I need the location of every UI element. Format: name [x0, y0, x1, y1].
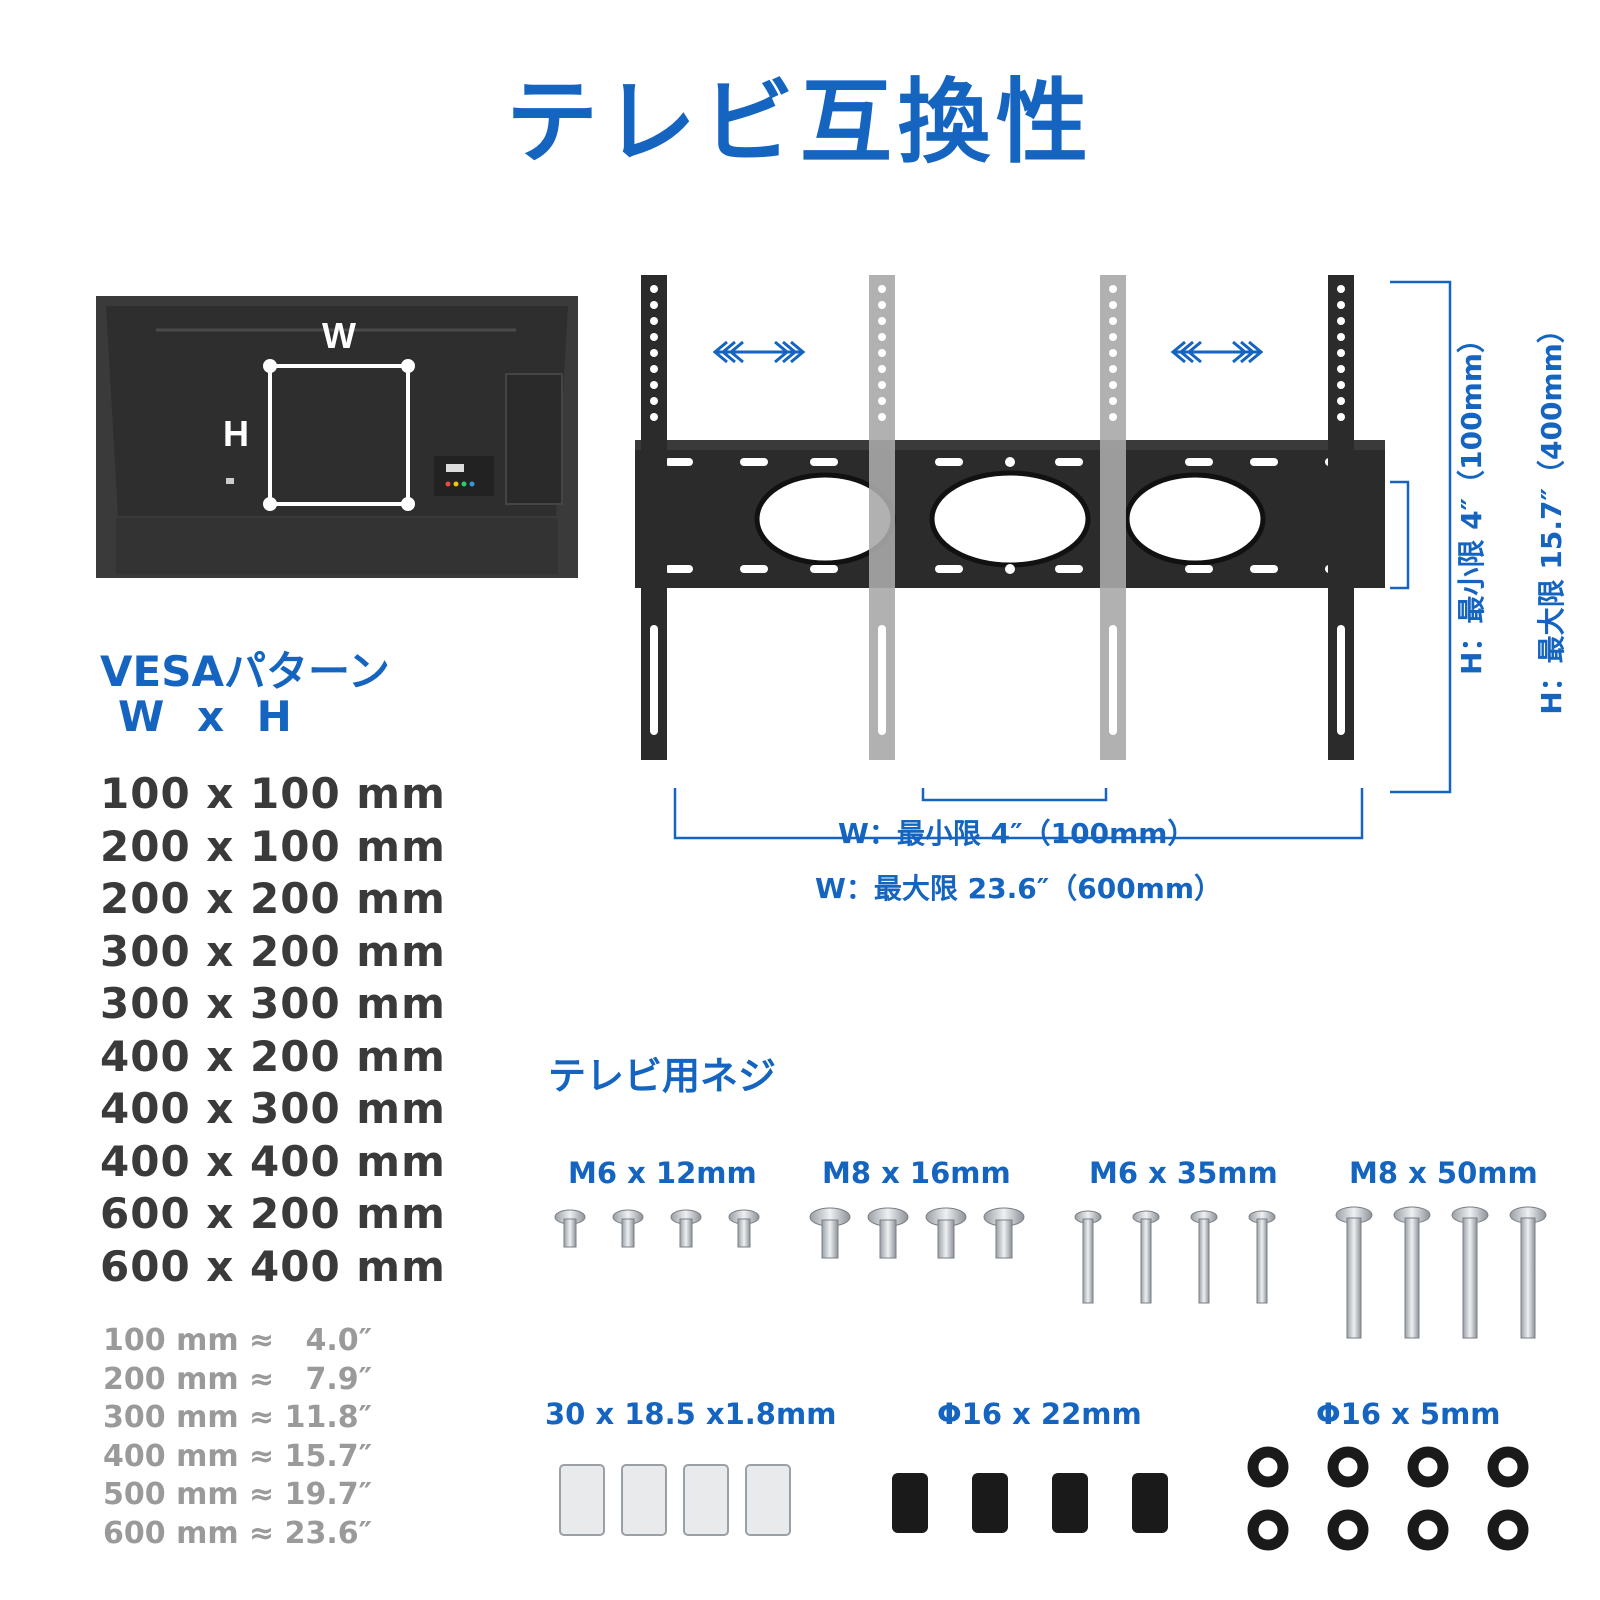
- screw-label-m8x16: M8 x 16mm: [822, 1156, 1011, 1190]
- vesa-pattern-item: 300 x 300 mm: [100, 979, 446, 1028]
- h-min-label-wrap: H：最小限 4″（100mm）: [1450, 300, 1490, 700]
- vesa-pattern-item: 400 x 200 mm: [100, 1031, 446, 1081]
- tv-w-label: W: [322, 315, 356, 356]
- w-min-label: W：最小限 4″（100mm）: [838, 817, 1196, 850]
- mm-inch-conversion-list: 100 mm ≈ 4.0″ 200 mm ≈ 7.9″ 300 mm ≈ 11.…: [103, 1322, 372, 1554]
- spacer-label: Φ16 x 22mm: [937, 1397, 1142, 1431]
- screw-set-illustration: [554, 1206, 1547, 1551]
- vesa-wxh-label: W x H: [118, 692, 292, 741]
- vesa-heading: VESAパターン: [100, 647, 390, 696]
- washer-plate-label: 30 x 18.5 x1.8mm: [545, 1397, 837, 1431]
- conversion-item: 500 mm ≈ 19.7″: [103, 1477, 373, 1513]
- vesa-pattern-item: 300 x 200 mm: [100, 926, 446, 976]
- vesa-pattern-item: 600 x 400 mm: [100, 1241, 446, 1291]
- washer-label: Φ16 x 5mm: [1316, 1397, 1501, 1431]
- h-min-label: H：最小限 4″（100mm）: [1455, 325, 1488, 675]
- h-max-label-wrap: H：最大限 15.7″（400mm）: [1530, 295, 1570, 735]
- vesa-pattern-item: 600 x 200 mm: [100, 1189, 446, 1238]
- vesa-pattern-item: 100 x 100 mm: [100, 769, 446, 818]
- screw-label-m6x35: M6 x 35mm: [1089, 1156, 1278, 1190]
- vesa-pattern-item: 200 x 100 mm: [100, 821, 446, 871]
- screws-heading: テレビ用ネジ: [548, 1054, 777, 1098]
- tv-h-label: H: [223, 413, 249, 454]
- tv-back-illustration: W H: [96, 296, 578, 578]
- conversion-item: 600 mm ≈ 23.6″: [103, 1515, 373, 1551]
- screw-label-m8x50: M8 x 50mm: [1349, 1156, 1538, 1190]
- screw-label-m6x12: M6 x 12mm: [568, 1156, 757, 1190]
- conversion-item: 400 mm ≈ 15.7″: [103, 1438, 373, 1474]
- vesa-pattern-item: 400 x 400 mm: [100, 1136, 446, 1186]
- h-max-label: H：最大限 15.7″（400mm）: [1535, 315, 1568, 715]
- wall-mount-bracket-illustration: [635, 275, 1385, 760]
- conversion-item: 100 mm ≈ 4.0″: [103, 1323, 373, 1358]
- w-max-label: W：最大限 23.6″（600mm）: [815, 872, 1223, 905]
- conversion-item: 200 mm ≈ 7.9″: [103, 1361, 373, 1397]
- conversion-item: 300 mm ≈ 11.8″: [103, 1400, 373, 1436]
- page-title: テレビ互換性: [505, 69, 1094, 176]
- dimension-lines: [673, 280, 1452, 840]
- vesa-pattern-item: 200 x 200 mm: [100, 874, 446, 923]
- vesa-pattern-item: 400 x 300 mm: [100, 1084, 446, 1133]
- vesa-pattern-list: 100 x 100 mm 200 x 100 mm 200 x 200 mm 3…: [100, 768, 446, 1293]
